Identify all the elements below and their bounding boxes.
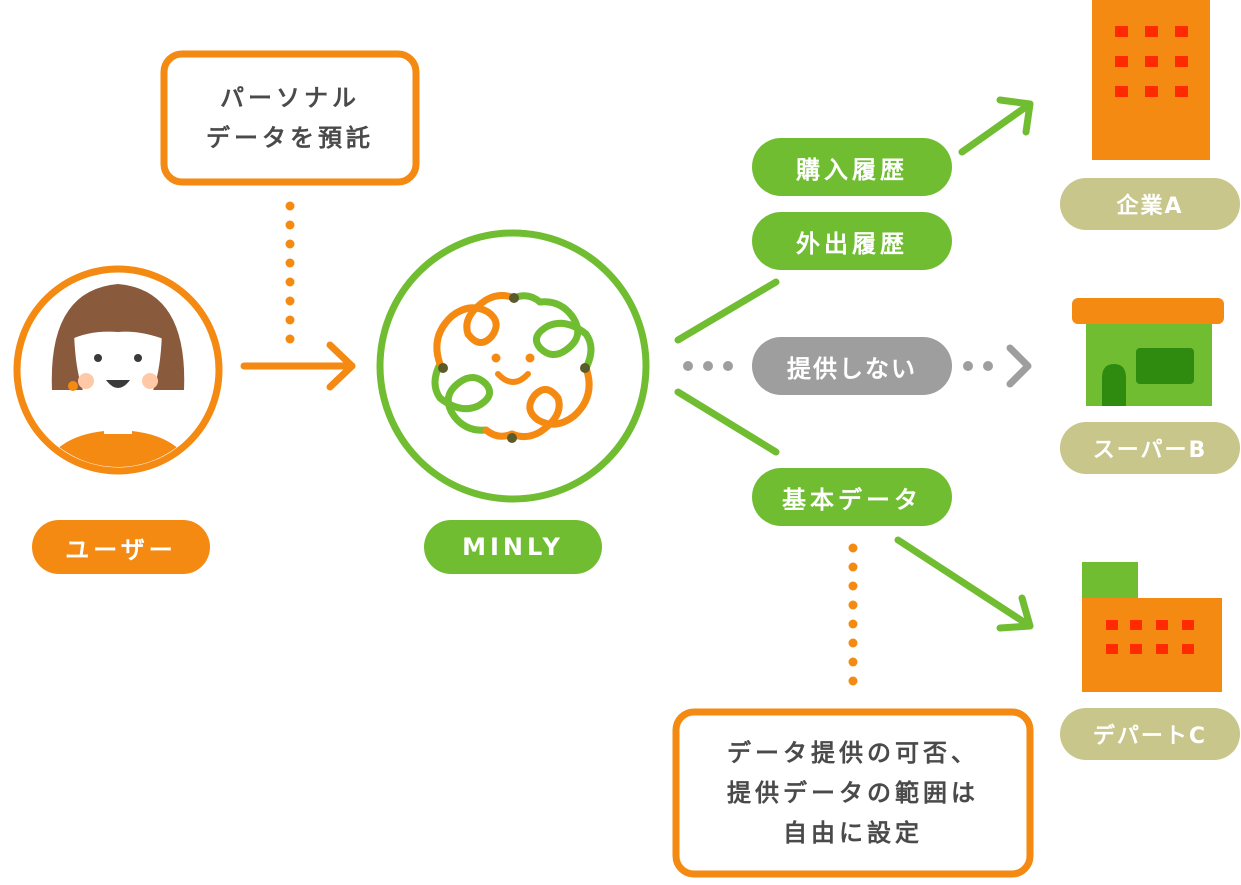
control-note-line2: 提供データの範囲は [727,779,979,807]
control-note-line1: データ提供の可否、 [727,739,979,767]
company-a-building-icon [1092,0,1210,160]
depart-c-building-icon [1082,562,1222,692]
control-note-text: データ提供の可否、 提供データの範囲は 自由に設定 [676,733,1030,853]
branch-lines [674,96,1034,632]
minly-logo [376,229,650,503]
no-provide-arrow [1006,344,1032,388]
control-dotted-line [848,543,858,686]
super-b-label: スーパーB [1060,422,1240,474]
super-b-store-icon [1072,298,1224,406]
control-note-line3: 自由に設定 [783,819,923,847]
entrust-note-box [160,50,420,186]
user-to-minly-arrow [240,341,356,391]
depart-c-label: デパートC [1060,708,1240,760]
user-avatar [13,265,223,475]
minly-label: MINLY [424,520,602,574]
no-provide-label: 提供しない [752,337,952,395]
no-provide-dotted-line [683,361,993,371]
entrust-note-line1: パーソナル [220,84,360,112]
entrust-note-line2: データを預託 [206,124,374,152]
user-label: ユーザー [32,520,210,574]
entrust-dotted-line [285,201,295,344]
basic-data-label: 基本データ [752,468,952,526]
purchase-history-label: 購入履歴 [752,138,952,196]
outing-history-label: 外出履歴 [752,212,952,270]
entrust-note-text: パーソナル データを預託 [164,78,416,158]
company-a-label: 企業A [1060,178,1240,230]
control-note-box [672,708,1034,878]
